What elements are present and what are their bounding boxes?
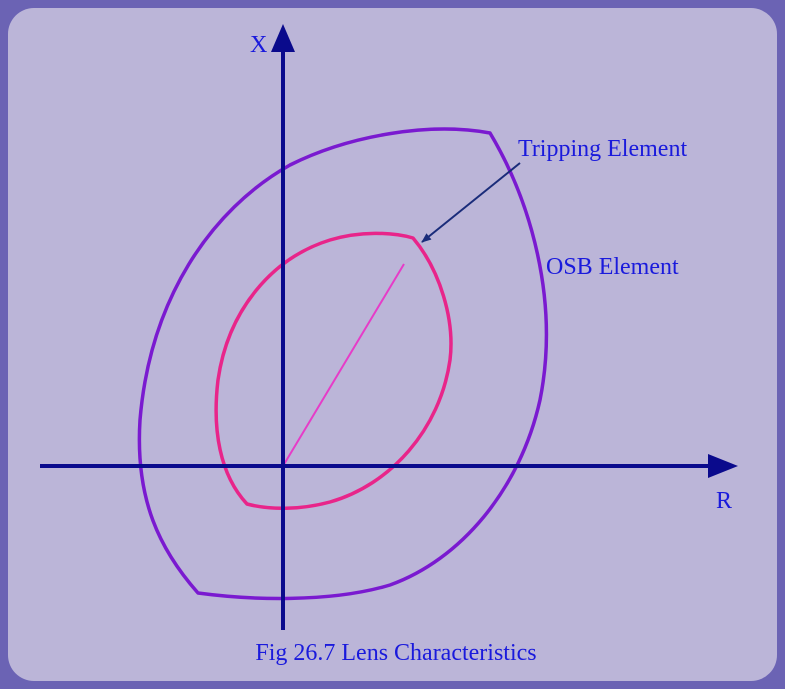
figure-caption: Fig 26.7 Lens Characteristics bbox=[255, 640, 536, 666]
x-axis-arrowhead bbox=[271, 24, 295, 52]
x-axis-label: X bbox=[250, 32, 267, 58]
osb-element-curve bbox=[137, 127, 549, 601]
r-axis-arrowhead bbox=[708, 454, 738, 478]
tripping-pointer-arrow bbox=[421, 162, 521, 243]
diagram-panel bbox=[8, 8, 777, 681]
tripping-element-label: Tripping Element bbox=[518, 136, 687, 162]
r-axis-label: R bbox=[716, 488, 732, 514]
osb-element-label: OSB Element bbox=[546, 254, 679, 280]
impedance-line bbox=[282, 263, 405, 467]
tripping-element-curve bbox=[214, 231, 453, 510]
